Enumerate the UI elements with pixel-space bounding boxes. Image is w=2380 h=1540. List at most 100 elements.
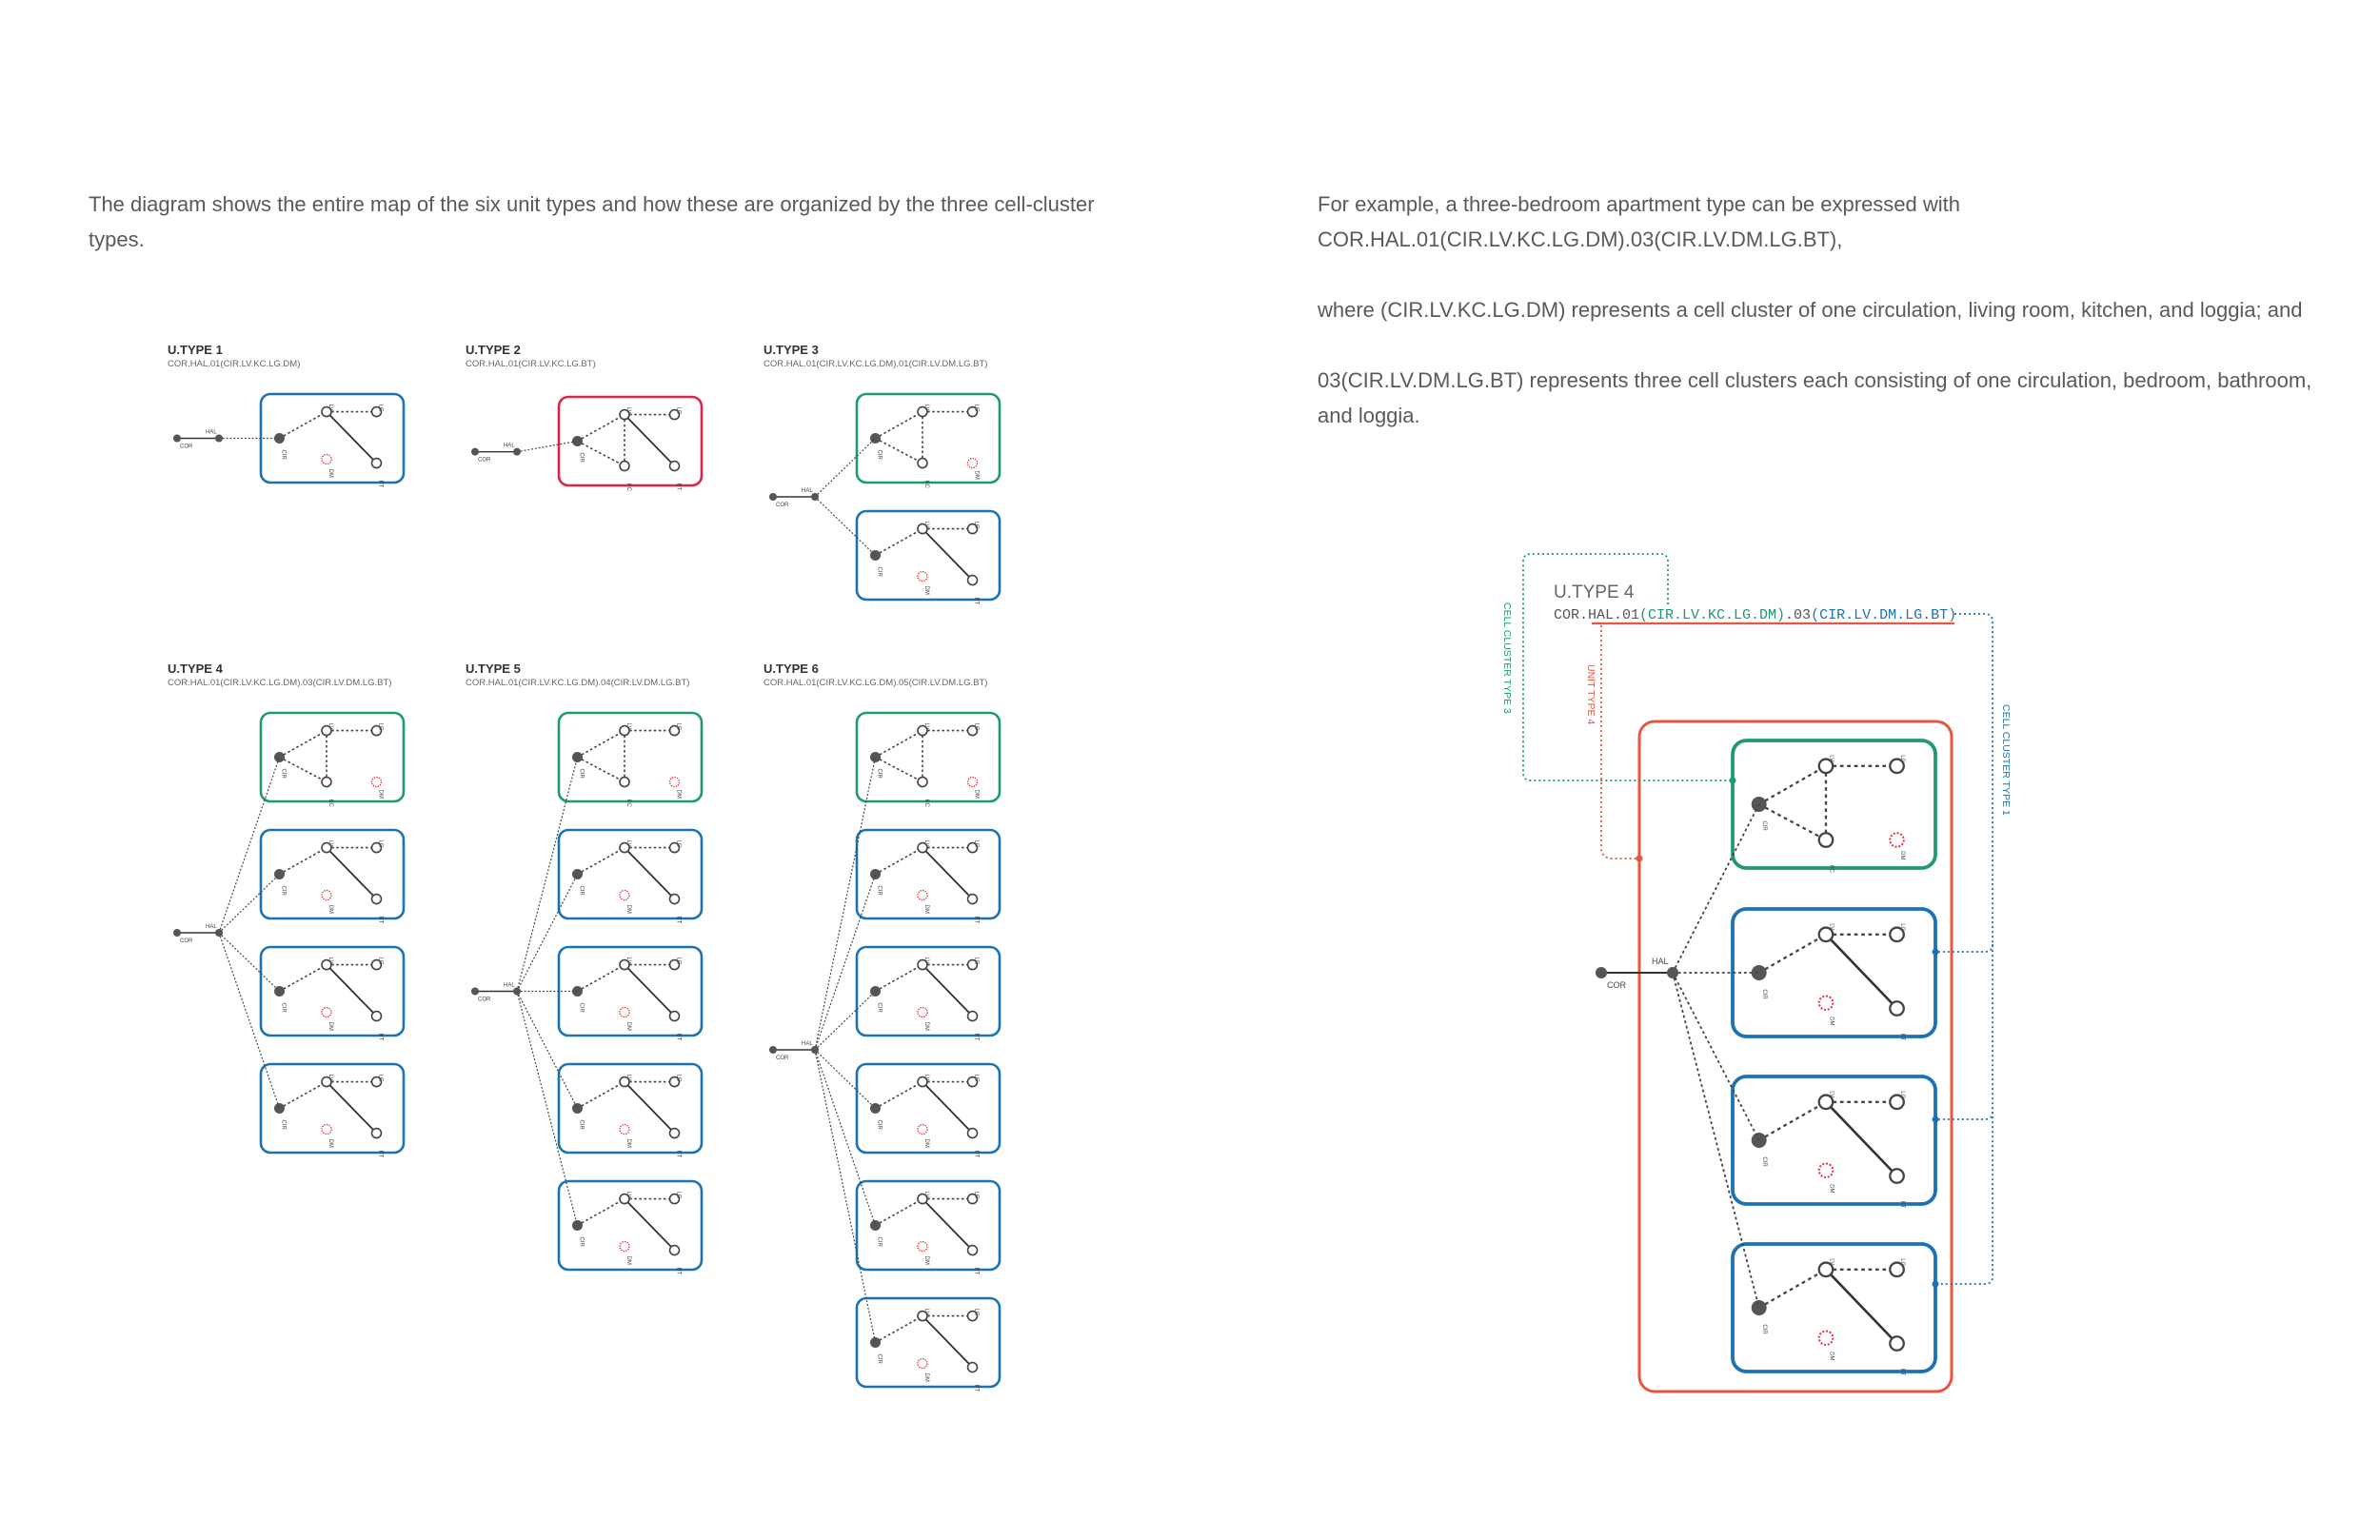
node-bt [668, 893, 681, 905]
label-lg: LG [378, 840, 384, 848]
label-dm: DM [923, 1022, 929, 1031]
cluster-type-1-bracket [1935, 613, 1993, 1285]
label-dm: DM [625, 1139, 631, 1148]
label-dm: DM [974, 471, 980, 480]
node-lv [917, 1310, 928, 1322]
unit-type-4: U.TYPE 4COR.HAL.01(CIR.LV.KC.LG.DM).03(C… [168, 661, 406, 1158]
link-hal-cir [814, 438, 876, 498]
node-dm [321, 889, 332, 901]
unit-type-code: COR.HAL.01(CIR.LV.KC.LG.DM) [168, 359, 300, 369]
label-dm: DM [327, 905, 333, 914]
node-dm [1817, 1162, 1835, 1178]
link-lv-bt [624, 846, 676, 900]
node-hal [811, 493, 819, 501]
label-cir: CIR [877, 1237, 883, 1248]
node-lg [668, 408, 681, 421]
label-cir: CIR [579, 1003, 585, 1014]
node-lv [619, 1193, 630, 1205]
label-bt: BT [974, 917, 980, 924]
label-dm: DM [923, 586, 929, 595]
node-dm [917, 1240, 928, 1253]
link-lv-bt [922, 846, 974, 900]
node-bt [966, 1244, 979, 1256]
unit-type-4-box [1637, 720, 1954, 1393]
node-lg [1889, 1094, 1905, 1111]
label-cir: CIR [579, 769, 585, 780]
cell-cluster-green [1731, 739, 1937, 870]
label-lv: LV [1828, 1258, 1834, 1265]
cell-cluster-blue [855, 1062, 1002, 1155]
label-lv: LV [625, 840, 631, 847]
node-hal [215, 929, 223, 937]
link-cir-lv [1758, 1268, 1827, 1310]
node-cir [274, 433, 285, 444]
label-cir: CIR [579, 886, 585, 897]
node-lg [668, 958, 681, 971]
label-cir: CIR [877, 450, 883, 461]
label-cor: COR [478, 997, 491, 1003]
label-lg: LG [676, 840, 682, 848]
link-cir-lv [1758, 764, 1827, 806]
label-lg: LG [1899, 755, 1905, 762]
example-paragraph-1: For example, a three-bedroom apartment t… [1318, 187, 2346, 257]
link-lv-bt [922, 527, 974, 582]
label-cir: CIR [579, 453, 585, 464]
node-dm [619, 889, 630, 901]
link-cir-lv [875, 410, 923, 440]
label-dm: DM [974, 790, 980, 799]
link-hal-cir [814, 1049, 877, 1226]
node-kc [619, 776, 630, 788]
label-dm: DM [327, 1139, 333, 1148]
link-cir-kc [279, 756, 327, 783]
link-lv-bt [922, 963, 974, 1017]
label-lg: LG [1899, 1091, 1905, 1098]
label-bt: BT [974, 1034, 980, 1041]
example-text: For example, a three-bedroom apartment t… [1318, 187, 2346, 468]
label-lv: LV [625, 1192, 631, 1198]
node-bt [966, 893, 979, 905]
node-cir [572, 436, 583, 446]
node-lv [917, 1076, 928, 1088]
cell-cluster-blue [855, 1179, 1002, 1272]
node-bt [668, 460, 681, 472]
label-lv: LV [923, 840, 929, 847]
label-bt: BT [974, 1151, 980, 1158]
node-lv [619, 724, 630, 737]
detail-link-hal-cir [1672, 803, 1760, 974]
cell-cluster-blue [1731, 1075, 1937, 1206]
cell-cluster-green [557, 711, 704, 803]
cell-cluster-blue [259, 828, 406, 920]
label-unit-type-4: UNIT TYPE 4 [1585, 664, 1597, 724]
node-lg [966, 1310, 979, 1322]
link-hal-cir [516, 440, 578, 453]
detail-code-part-3: .03 [1785, 607, 1811, 623]
label-lv: LV [1828, 755, 1834, 761]
link-cir-lv [875, 1314, 923, 1344]
label-kc: KC [923, 800, 929, 808]
link-hal-cir [814, 991, 876, 1051]
label-cir: CIR [877, 567, 883, 578]
node-hal [513, 447, 521, 456]
node-lv [619, 841, 630, 854]
label-cor: COR [776, 503, 789, 508]
link-lv-bt [624, 963, 676, 1017]
label-lg: LG [676, 407, 682, 415]
label-bt: BT [676, 1034, 682, 1041]
cluster-type-1-branch-1 [1935, 943, 1993, 953]
node-lv [917, 724, 928, 737]
node-lg [668, 841, 681, 854]
unit-type-code: COR.HAL.01(CIR.LV.KC.LG.DM).01(CIR.LV.DM… [764, 359, 987, 369]
node-lv [1817, 758, 1835, 775]
node-lv [321, 405, 332, 418]
node-lv [917, 405, 928, 418]
link-hal-cir [218, 874, 280, 934]
label-cir: CIR [281, 450, 287, 461]
link-cir-lv [279, 410, 327, 440]
label-dm: DM [923, 1373, 929, 1382]
label-lg: LG [676, 958, 682, 965]
